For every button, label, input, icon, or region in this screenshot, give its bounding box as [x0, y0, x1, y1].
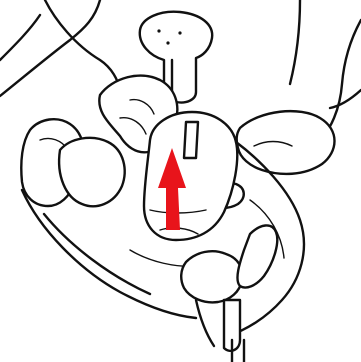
seat-wing-left [21, 119, 124, 206]
lower-buckle [181, 225, 277, 362]
car-seat-body [144, 112, 237, 240]
left-arm [0, 0, 120, 96]
